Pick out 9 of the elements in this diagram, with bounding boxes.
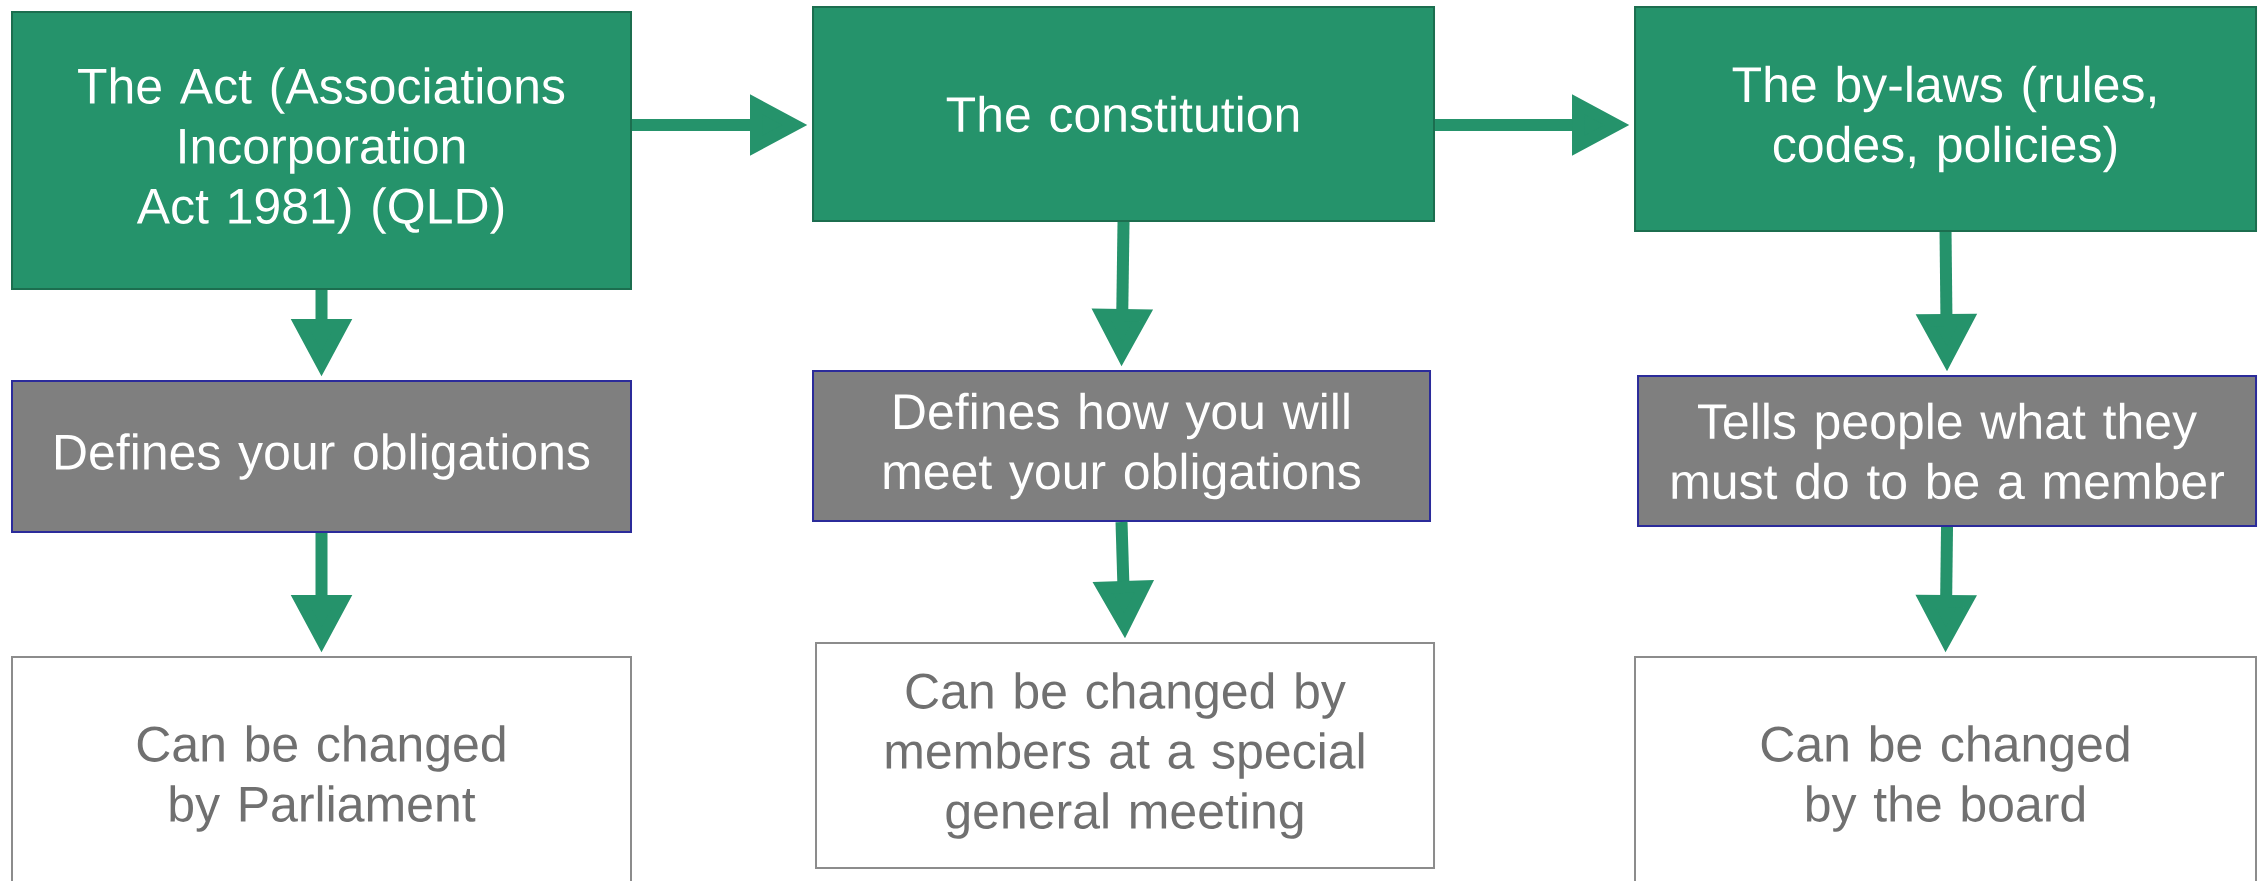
- description-box: Defines how you will meet your obligations: [812, 370, 1431, 522]
- heading-box: The by-laws (rules, codes, policies): [1634, 6, 2258, 232]
- heading-box: The Act (Associations Incorporation Act 1981) (QLD): [11, 11, 632, 290]
- note-box: Can be changed by Parliament: [11, 656, 632, 881]
- heading-box: The constitution: [812, 6, 1435, 222]
- note-box: Can be changed by the board: [1634, 656, 2258, 881]
- note-box: Can be changed by members at a special general meeting: [815, 642, 1435, 869]
- description-box: Tells people what they must do to be a member: [1637, 375, 2258, 527]
- description-box: Defines your obligations: [11, 380, 632, 533]
